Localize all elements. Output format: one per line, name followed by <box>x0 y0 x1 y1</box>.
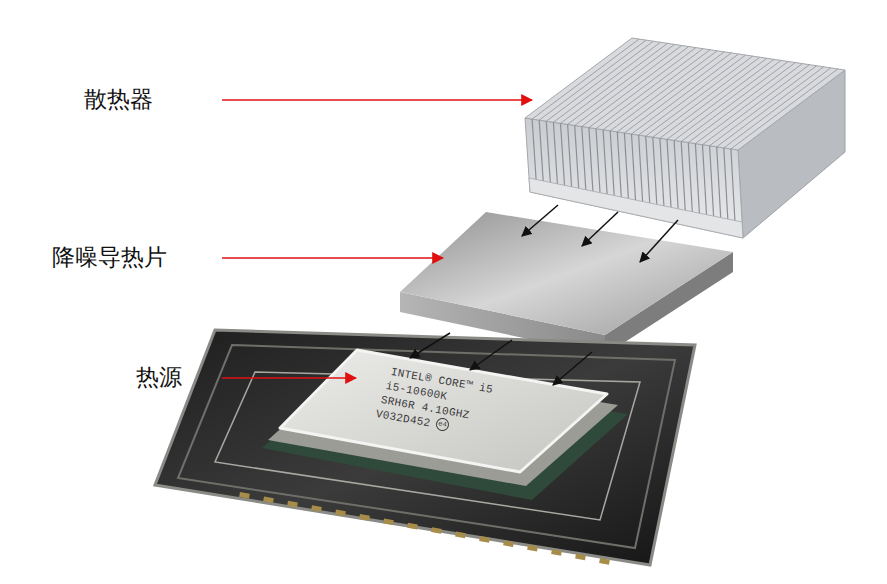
part-label: 热源 <box>136 364 182 390</box>
cpu <box>155 330 695 565</box>
heat-flow-arrow <box>410 205 678 385</box>
heatsink <box>525 38 845 238</box>
leader-arrow <box>222 100 532 378</box>
part-label: 散热器 <box>84 86 153 112</box>
part-label: 降噪导热片 <box>52 244 167 270</box>
